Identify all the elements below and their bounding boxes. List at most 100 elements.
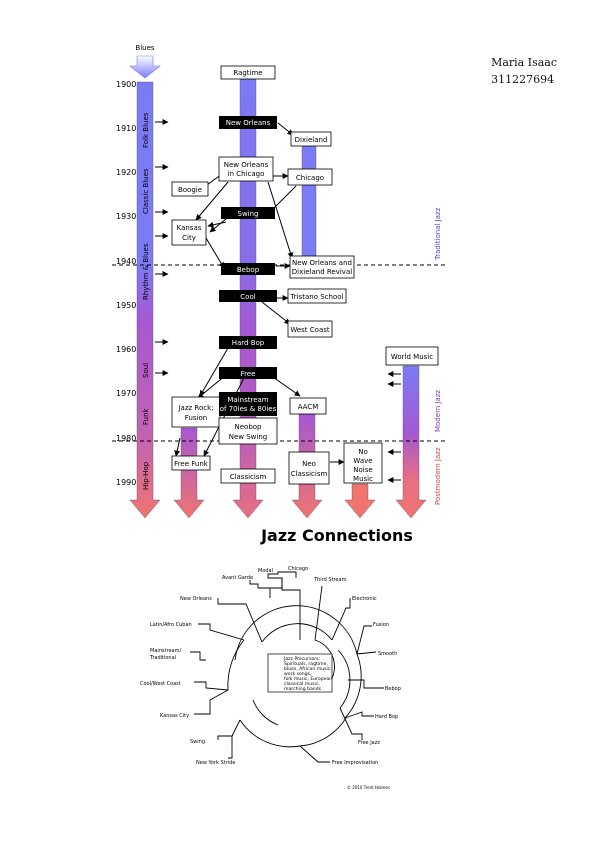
black-label-free: Free: [219, 367, 277, 379]
year-1960: 1960: [116, 345, 136, 354]
svg-text:New Orleans and: New Orleans and: [292, 259, 352, 267]
nowave-column: [344, 483, 376, 519]
leaf-chicago: Chicago: [288, 566, 308, 572]
svg-text:work songs,: work songs,: [284, 671, 312, 677]
box-free-funk: Free Funk: [171, 455, 211, 471]
box-neo-classicism: Neo Classicism: [288, 451, 330, 485]
svg-text:blues, African music,: blues, African music,: [284, 666, 332, 672]
tree-credit: © 2010 Trent Holmes: [347, 785, 390, 790]
svg-text:Swing: Swing: [238, 210, 259, 218]
svg-text:Classicism: Classicism: [230, 473, 267, 481]
era-modern: Modern Jazz: [434, 389, 442, 432]
blues-soul: Soul: [142, 363, 150, 378]
radial-tree: [190, 571, 384, 763]
svg-text:Classicism: Classicism: [291, 470, 328, 478]
svg-text:Fusion: Fusion: [185, 414, 207, 422]
leaf-avant-garde: Avant Garde: [222, 575, 253, 581]
blues-rnb: Rhythm & Blues: [142, 243, 150, 300]
leaf-modal: Modal: [258, 568, 273, 574]
svg-text:Hard Bop: Hard Bop: [232, 339, 265, 347]
blues-folk: Folk Blues: [142, 112, 150, 148]
svg-text:West Coast: West Coast: [290, 326, 330, 334]
year-1940: 1940: [116, 257, 136, 266]
box-classicism: Classicism: [220, 468, 276, 484]
svg-text:Neo: Neo: [302, 460, 316, 468]
svg-text:in Chicago: in Chicago: [228, 170, 265, 178]
black-label-new-orleans: New Orleans: [219, 116, 277, 129]
year-1910: 1910: [116, 124, 136, 133]
svg-text:New Orleans: New Orleans: [224, 161, 269, 169]
svg-text:classical music,: classical music,: [284, 681, 320, 687]
leaf-cool-west-coast: Cool/West Coast: [140, 681, 181, 687]
leaf-new-york-stride: New York Stride: [196, 760, 235, 766]
box-aacm: AACM: [289, 397, 327, 415]
svg-text:Jazz Rock;: Jazz Rock;: [177, 404, 213, 412]
blues-top-label: Blues: [135, 44, 154, 52]
svg-text:No: No: [358, 448, 368, 456]
blues-column: [129, 81, 161, 519]
leaf-hard-bop: Hard Bop: [375, 714, 398, 720]
box-ragtime: Ragtime: [220, 65, 276, 80]
year-1920: 1920: [116, 168, 136, 177]
box-no-wave: No Wave Noise Music: [343, 442, 383, 484]
svg-text:Wave: Wave: [353, 457, 372, 465]
svg-text:of 70ies & 80ies: of 70ies & 80ies: [220, 405, 277, 413]
svg-text:New Swing: New Swing: [229, 433, 268, 441]
blues-classic: Classic Blues: [142, 168, 150, 214]
svg-text:Neobop: Neobop: [235, 423, 263, 431]
svg-text:Noise: Noise: [353, 466, 372, 474]
leaf-free-improvisation: Free Improvisation: [332, 760, 378, 766]
svg-text:Boogie: Boogie: [178, 186, 202, 194]
leaf-fusion: Fusion: [373, 622, 389, 628]
black-label-cool: Cool: [219, 290, 277, 302]
svg-text:Free Funk: Free Funk: [174, 460, 209, 468]
leaf-mainstream: Mainstream/: [150, 648, 181, 654]
svg-text:Cool: Cool: [240, 293, 255, 301]
svg-text:AACM: AACM: [298, 403, 319, 411]
leaf-free-jazz: Free Jazz: [358, 740, 380, 746]
era-postmodern: Postmodern Jazz: [434, 447, 442, 505]
box-revival: New Orleans and Dixieland Revival: [289, 255, 355, 279]
svg-text:Bebop: Bebop: [237, 266, 260, 274]
box-kansas-city: Kansas City: [171, 219, 207, 246]
leaf-third-stream: Third Stream: [313, 577, 347, 583]
black-label-swing: Swing: [221, 207, 275, 219]
box-new-orleans-chicago: New Orleans in Chicago: [218, 156, 274, 182]
leaf-latin: Latin/Afro Cuban: [150, 622, 192, 628]
dixieland-column: [301, 144, 317, 262]
blues-funk: Funk: [142, 407, 150, 425]
svg-text:Chicago: Chicago: [296, 174, 324, 182]
black-label-hard-bop: Hard Bop: [219, 336, 277, 349]
leaf-electronic: Electronic: [352, 596, 377, 602]
svg-text:Dixieland Revival: Dixieland Revival: [292, 268, 352, 276]
year-1990: 1990: [116, 478, 136, 487]
box-neobop: Neobop New Swing: [218, 417, 278, 445]
blues-influence-arrows: [155, 119, 169, 376]
svg-text:Tristano School: Tristano School: [290, 293, 344, 301]
box-west-coast: West Coast: [287, 320, 333, 338]
year-1980: 1980: [116, 434, 136, 443]
svg-text:Music: Music: [353, 475, 373, 483]
svg-text:Ragtime: Ragtime: [233, 69, 262, 77]
world-music-column: [395, 365, 427, 519]
blues-top-arrow: [129, 55, 161, 79]
leaf-kansas-city: Kansas City: [160, 713, 189, 719]
svg-text:Kansas: Kansas: [177, 224, 202, 232]
leaf-smooth: Smooth: [378, 651, 397, 657]
blues-hiphop: Hip-Hop: [142, 461, 150, 490]
black-label-bebop: Bebop: [221, 263, 275, 275]
tree-center-text: Jazz Precursors: Spirituals, ragtime, bl…: [283, 656, 332, 692]
leaf-bebop: Bebop: [385, 686, 401, 692]
box-dixieland: Dixieland: [290, 131, 332, 147]
svg-text:Free: Free: [241, 370, 256, 378]
box-world-music: World Music: [385, 346, 439, 366]
leaf-swing: Swing: [190, 739, 205, 745]
author-block: Maria Isaac 311227694: [491, 54, 557, 88]
svg-text:Dixieland: Dixieland: [295, 136, 328, 144]
svg-text:New Orleans: New Orleans: [226, 119, 271, 127]
svg-text:City: City: [182, 234, 196, 242]
box-jazz-rock: Jazz Rock; Fusion: [171, 396, 221, 428]
diagram-title: Jazz Connections: [260, 526, 413, 545]
svg-text:Mainstream: Mainstream: [227, 396, 268, 404]
